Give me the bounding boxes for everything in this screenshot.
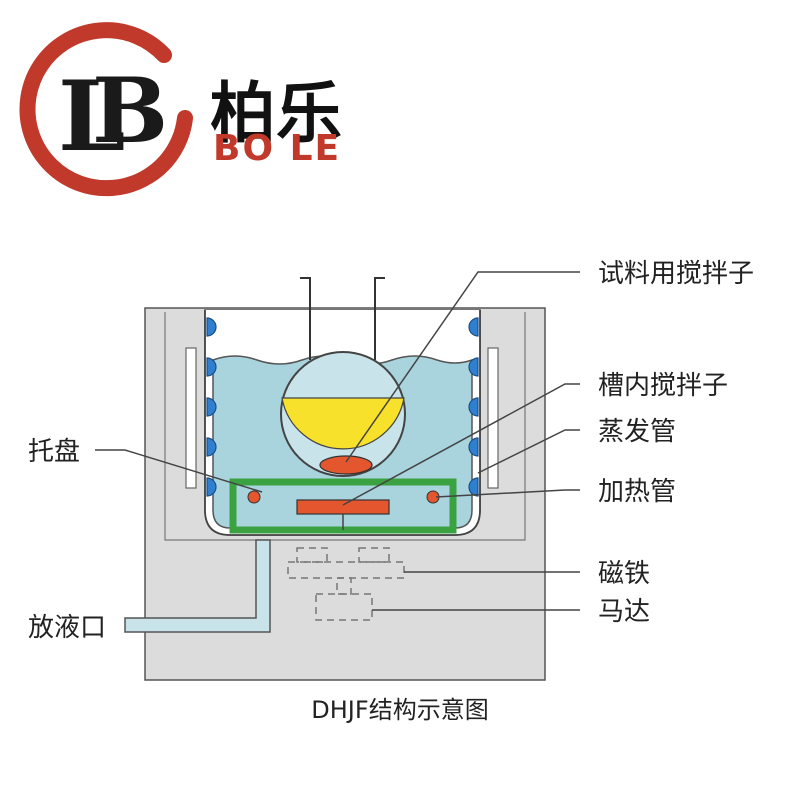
label-magnet: 磁铁 — [598, 559, 650, 589]
label-evaporator-tube: 蒸发管 — [598, 417, 676, 447]
brand-logo: L B 柏乐 BO LE — [19, 22, 342, 197]
svg-text:B: B — [92, 58, 168, 164]
label-tank-stirrer: 槽内搅拌子 — [598, 371, 728, 401]
evaporator-coils-left — [206, 317, 217, 497]
left-wall-insert — [185, 347, 197, 489]
label-heater-tube: 加热管 — [598, 477, 676, 507]
apparatus — [124, 277, 546, 681]
right-wall-insert — [487, 347, 499, 489]
logo-letters-icon: L B — [58, 58, 168, 173]
label-sample-stirrer: 试料用搅拌子 — [598, 259, 754, 289]
label-motor: 马达 — [598, 597, 650, 627]
drain-pipe — [124, 539, 271, 633]
housing-lining — [164, 312, 526, 541]
leader-lines — [95, 271, 580, 611]
sample-liquid — [281, 397, 405, 450]
evaporator-coils-right — [468, 317, 479, 497]
logo-ring — [19, 22, 193, 197]
svg-text:L: L — [58, 60, 126, 173]
diagram-caption: DHJF结构示意图 — [311, 696, 488, 724]
label-tray: 托盘 — [28, 437, 80, 467]
label-drain-port: 放液口 — [28, 613, 106, 643]
magnet-assembly — [287, 547, 405, 579]
flask-clamp-right — [374, 277, 385, 360]
heater-left-dot — [247, 490, 261, 504]
brand-name-en: BO LE — [213, 128, 341, 169]
tank-stirrer-bar — [296, 499, 390, 515]
motor-assembly — [315, 577, 373, 621]
sample-stirrer-bar — [319, 455, 373, 475]
flask-clamp-left — [300, 277, 311, 360]
brand-name-cn: 柏乐 — [210, 74, 342, 152]
